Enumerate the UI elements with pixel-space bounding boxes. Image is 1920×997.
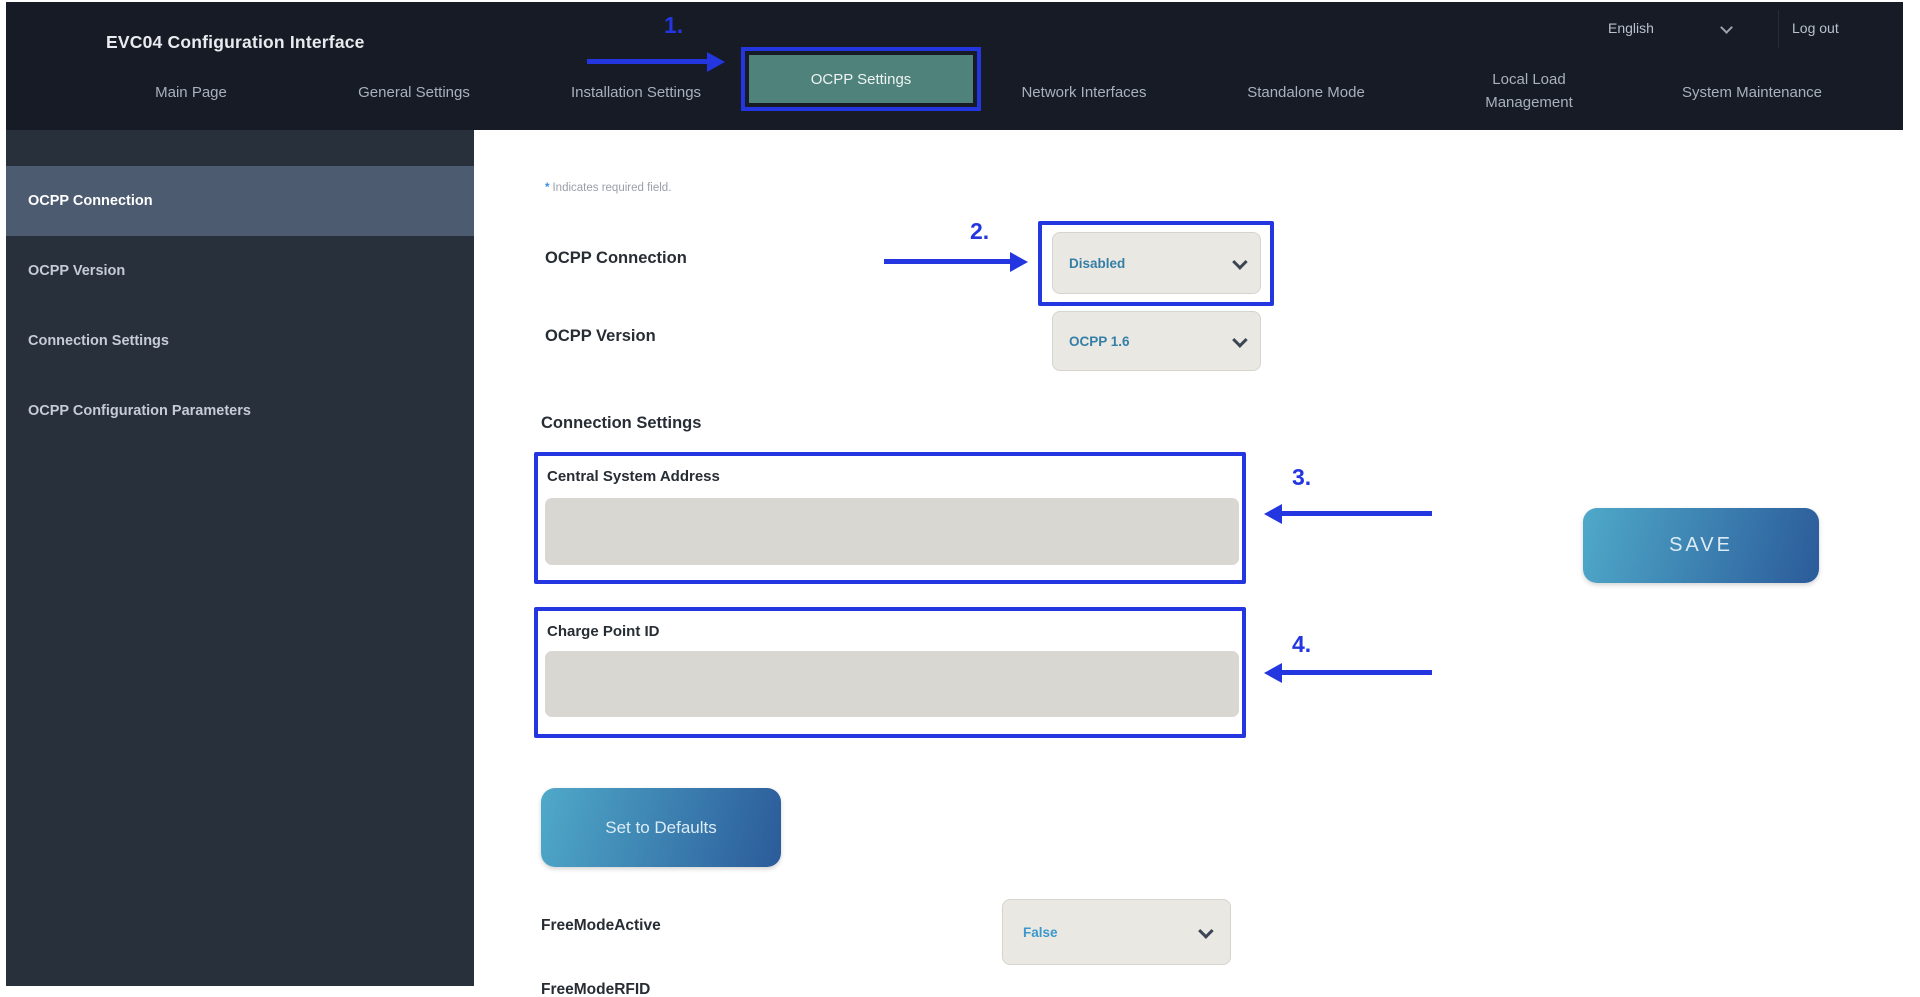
required-note-text: Indicates required field. <box>552 182 672 194</box>
annotation-arrow-2-head <box>1010 252 1028 272</box>
logout-link[interactable]: Log out <box>1792 20 1839 36</box>
save-button[interactable]: SAVE <box>1583 508 1819 583</box>
central-system-address-label: Central System Address <box>547 468 720 485</box>
sidebar-item-ocpp-version[interactable]: OCPP Version <box>28 263 126 279</box>
annotation-arrow-4-head <box>1264 663 1282 683</box>
tab-ocpp-settings-active[interactable]: OCPP Settings <box>741 47 981 111</box>
free-mode-active-dropdown[interactable]: False <box>1002 899 1231 965</box>
tab-ocpp-settings-label: OCPP Settings <box>749 55 973 103</box>
annotation-step-4: 4. <box>1292 631 1312 657</box>
annotation-arrow-2-line <box>884 259 1010 264</box>
divider <box>1778 10 1779 48</box>
tab-local-load-management[interactable]: Local Load Management <box>1485 71 1573 111</box>
ocpp-connection-dropdown[interactable]: Disabled <box>1052 232 1261 294</box>
chevron-down-icon <box>1720 21 1733 34</box>
annotation-box-2 <box>1038 221 1274 306</box>
sidebar-item-connection-settings[interactable]: Connection Settings <box>28 333 169 349</box>
charge-point-id-input[interactable] <box>545 651 1239 717</box>
annotation-step-3: 3. <box>1292 464 1312 490</box>
required-field-note: *Indicates required field. <box>545 182 671 194</box>
chevron-down-icon <box>1232 253 1248 270</box>
annotation-arrow-1-head <box>707 52 725 72</box>
central-system-address-input[interactable] <box>545 498 1239 565</box>
annotation-arrow-1-line <box>587 59 707 64</box>
top-navigation-bar: EVC04 Configuration Interface English Lo… <box>6 2 1903 130</box>
tab-standalone-mode[interactable]: Standalone Mode <box>1247 84 1365 101</box>
free-mode-active-label: FreeModeActive <box>541 917 661 934</box>
ocpp-version-dropdown[interactable]: OCPP 1.6 <box>1052 311 1261 371</box>
free-mode-active-value: False <box>1023 924 1058 940</box>
tab-system-maintenance[interactable]: System Maintenance <box>1681 84 1823 101</box>
ocpp-version-value: OCPP 1.6 <box>1069 333 1130 349</box>
connection-settings-header: Connection Settings <box>541 414 702 432</box>
annotation-box-3 <box>534 452 1246 584</box>
sidebar-spacer <box>6 130 474 166</box>
chevron-down-icon <box>1232 331 1248 348</box>
ocpp-connection-value: Disabled <box>1069 255 1126 271</box>
annotation-step-2: 2. <box>970 218 990 244</box>
sidebar-item-ocpp-configuration-parameters[interactable]: OCPP Configuration Parameters <box>28 403 251 419</box>
required-asterisk: * <box>545 182 550 194</box>
charge-point-id-label: Charge Point ID <box>547 623 660 640</box>
ocpp-connection-label: OCPP Connection <box>545 249 687 267</box>
annotation-box-4 <box>534 607 1246 738</box>
annotation-arrow-4-line <box>1281 670 1432 675</box>
tab-installation-settings[interactable]: Installation Settings <box>570 84 702 101</box>
chevron-down-icon <box>1198 922 1214 939</box>
tab-network-interfaces[interactable]: Network Interfaces <box>1021 84 1147 101</box>
language-selector[interactable]: English <box>1608 20 1654 36</box>
set-to-defaults-button[interactable]: Set to Defaults <box>541 788 781 867</box>
tab-general-settings[interactable]: General Settings <box>358 84 470 101</box>
annotation-arrow-3-head <box>1264 504 1282 524</box>
sidebar-item-ocpp-connection[interactable]: OCPP Connection <box>6 166 474 236</box>
language-value: English <box>1608 20 1654 36</box>
annotation-arrow-3-line <box>1281 511 1432 516</box>
app-title: EVC04 Configuration Interface <box>106 32 365 52</box>
ocpp-version-label: OCPP Version <box>545 327 656 345</box>
sidebar: OCPP Connection OCPP Version Connection … <box>6 130 474 986</box>
annotation-step-1: 1. <box>664 12 684 38</box>
tab-main-page[interactable]: Main Page <box>155 84 227 101</box>
free-mode-rfid-label-partial: FreeModeRFID <box>541 981 651 997</box>
